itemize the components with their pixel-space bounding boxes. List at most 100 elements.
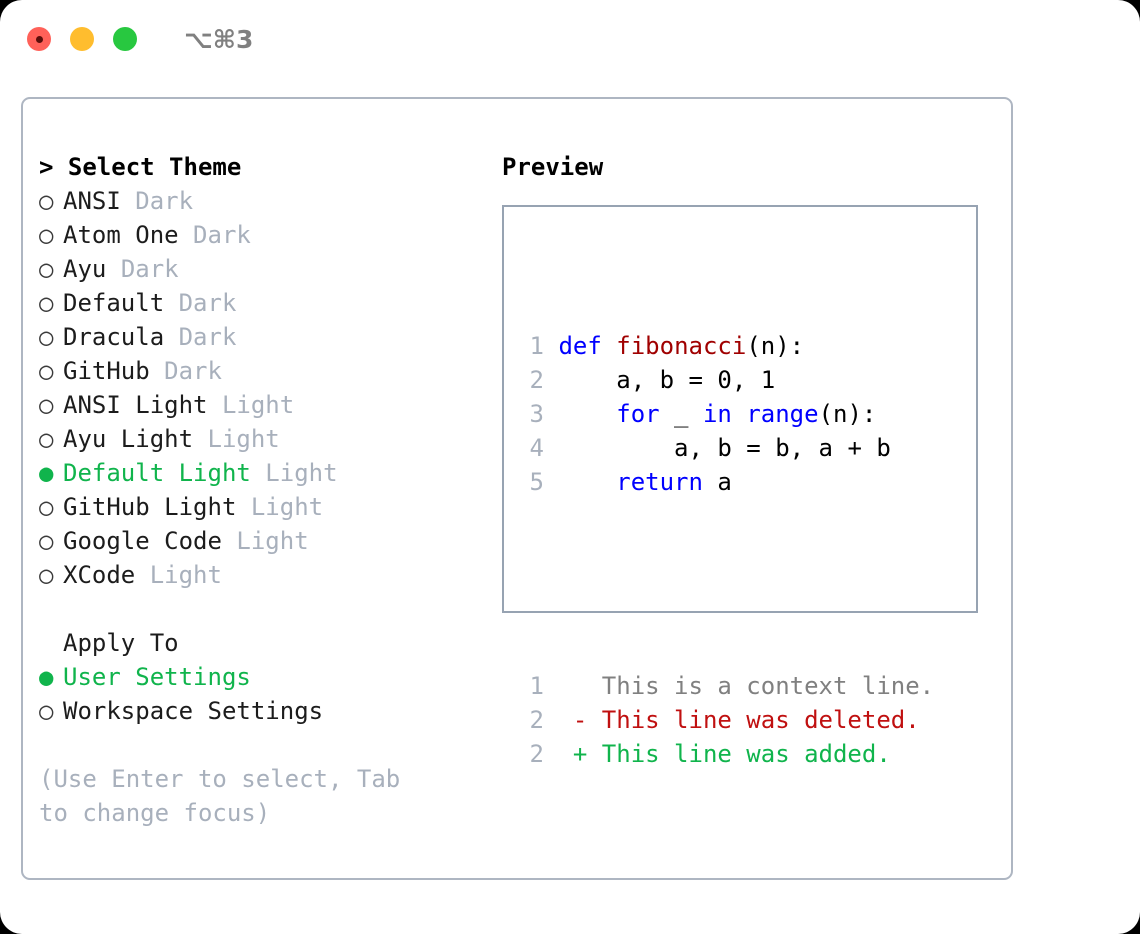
theme-item-kind-tag: Light [149, 561, 222, 589]
radio-unselected-icon: ○ [39, 255, 54, 283]
code-indent [544, 332, 558, 360]
window-titlebar: ⌥⌘3 [0, 0, 1140, 78]
theme-selection-column: > Select Theme ○ANSI Dark○Atom One Dark○… [39, 150, 499, 830]
theme-item-kind-tag: Dark [120, 255, 179, 283]
code-line: 4 a, b = b, a + b [520, 431, 934, 465]
theme-item-ansi-light[interactable]: ○ ANSI Light Light [39, 388, 499, 422]
radio-unselected-icon: ○ [39, 527, 54, 555]
code-line-number: 1 [529, 332, 544, 360]
apply-to-option-label: User Settings [63, 663, 251, 691]
theme-item-kind-tag: Light [265, 459, 338, 487]
code-token-plain: a [702, 468, 732, 496]
theme-item-kind-tag: Light [221, 391, 295, 419]
code-indent [544, 400, 616, 428]
theme-item-label: Default Light [63, 459, 251, 487]
theme-picker-panel: > Select Theme ○ANSI Dark○Atom One Dark○… [21, 97, 1013, 880]
theme-item-kind-tag: Light [250, 493, 324, 521]
radio-unselected-icon: ○ [39, 561, 54, 589]
minimize-window-button[interactable] [70, 27, 94, 51]
apply-to-option-workspace-settings[interactable]: ○ Workspace Settings [39, 694, 499, 728]
theme-item-label: Default [63, 289, 165, 317]
diff-line-added: 2 + This line was added. [520, 737, 934, 771]
theme-item-kind-tag: Dark [178, 323, 237, 351]
code-line: 5 return a [520, 465, 934, 499]
code-line-number: 2 [529, 366, 544, 394]
diff-line-context: 1 This is a context line. [520, 669, 935, 703]
theme-item-label: XCode [63, 561, 136, 589]
radio-unselected-icon: ○ [39, 391, 54, 419]
diff-marker [544, 672, 602, 700]
theme-item-label: ANSI Light [63, 391, 208, 419]
radio-selected-icon: ● [39, 663, 54, 691]
radio-unselected-icon: ○ [39, 289, 54, 317]
code-line: 3 for _ in range(n): [520, 397, 934, 431]
radio-unselected-icon: ○ [39, 697, 54, 725]
theme-item-dracula[interactable]: ○Dracula Dark [39, 320, 499, 354]
theme-item-google-code[interactable]: ○Google Code Light [39, 524, 499, 558]
apply-to-option-user-settings[interactable]: ● User Settings [39, 660, 499, 694]
code-token-plain: (n): [746, 332, 805, 360]
code-indent [544, 468, 616, 496]
diff-text: This is a context line. [601, 672, 935, 700]
theme-item-label: GitHub [63, 357, 150, 385]
code-indent [544, 434, 674, 462]
theme-item-ayu-light[interactable]: ○ Ayu Light Light [39, 422, 499, 456]
preview-title: Preview [502, 153, 604, 181]
theme-item-github[interactable]: ○ GitHub Dark [39, 354, 499, 388]
code-line-number: 5 [529, 468, 544, 496]
radio-unselected-icon: ○ [39, 187, 54, 215]
theme-item-atom-one[interactable]: ○Atom One Dark [39, 218, 499, 252]
select-theme-header: > Select Theme [39, 153, 242, 181]
diff-marker: + [544, 740, 602, 768]
code-token-kw: return [616, 468, 703, 496]
apply-to-header: Apply To [63, 629, 179, 657]
code-line: 2 a, b = 0, 1 [520, 363, 934, 397]
radio-unselected-icon: ○ [39, 425, 54, 453]
theme-item-kind-tag: Light [207, 425, 280, 453]
theme-item-label: GitHub Light [63, 493, 237, 521]
theme-item-default-light[interactable]: ● Default Light Light [39, 456, 499, 490]
radio-unselected-icon: ○ [39, 493, 54, 521]
theme-list: ○ANSI Dark○Atom One Dark○Ayu Dark○Defaul… [39, 184, 499, 592]
theme-item-kind-tag: Dark [164, 357, 222, 385]
diff-line-number: 2 [529, 706, 544, 734]
radio-unselected-icon: ○ [39, 221, 54, 249]
theme-item-xcode[interactable]: ○ XCode Light [39, 558, 499, 592]
theme-item-ansi[interactable]: ○ANSI Dark [39, 184, 499, 218]
theme-item-label: Atom One [63, 221, 179, 249]
code-line: 1 def fibonacci(n): [520, 329, 934, 363]
theme-item-ayu[interactable]: ○ Ayu Dark [39, 252, 499, 286]
traffic-light-buttons [27, 27, 137, 51]
keyboard-shortcut-label: ⌥⌘3 [184, 24, 254, 54]
theme-item-github-light[interactable]: ○ GitHub Light Light [39, 490, 499, 524]
diff-text: This line was added. [601, 740, 891, 768]
diff-line-number: 1 [529, 672, 544, 700]
maximize-window-button[interactable] [113, 27, 137, 51]
theme-item-default[interactable]: ○Default Dark [39, 286, 499, 320]
diff-line-number: 2 [529, 740, 544, 768]
radio-unselected-icon: ○ [39, 323, 54, 351]
theme-item-kind-tag: Dark [135, 187, 194, 215]
code-token-plain: _ [659, 400, 703, 428]
close-window-button[interactable] [27, 27, 51, 51]
code-blank-line [520, 567, 934, 601]
diff-marker: - [544, 706, 602, 734]
theme-item-kind-tag: Light [236, 527, 309, 555]
theme-item-label: Ayu Light [63, 425, 194, 453]
radio-selected-icon: ● [39, 459, 54, 487]
code-token-plain: (n): [818, 400, 877, 428]
diff-sample: 1 This is a context line. 2 - This line w… [520, 669, 935, 771]
diff-text: This line was deleted. [601, 706, 920, 734]
code-token-kw: in [702, 400, 732, 428]
radio-unselected-icon: ○ [39, 357, 54, 385]
keyboard-hint-text: (Use Enter to select, Tab to change focu… [39, 765, 401, 827]
apply-to-option-label: Workspace Settings [63, 697, 324, 725]
code-token-plain: a, b = 0, 1 [616, 366, 776, 394]
code-token-kw: for [616, 400, 660, 428]
apply-to-list: ● User Settings ○ Workspace Settings [39, 660, 499, 728]
code-token-plain [732, 400, 746, 428]
theme-item-label: Ayu [63, 255, 107, 283]
